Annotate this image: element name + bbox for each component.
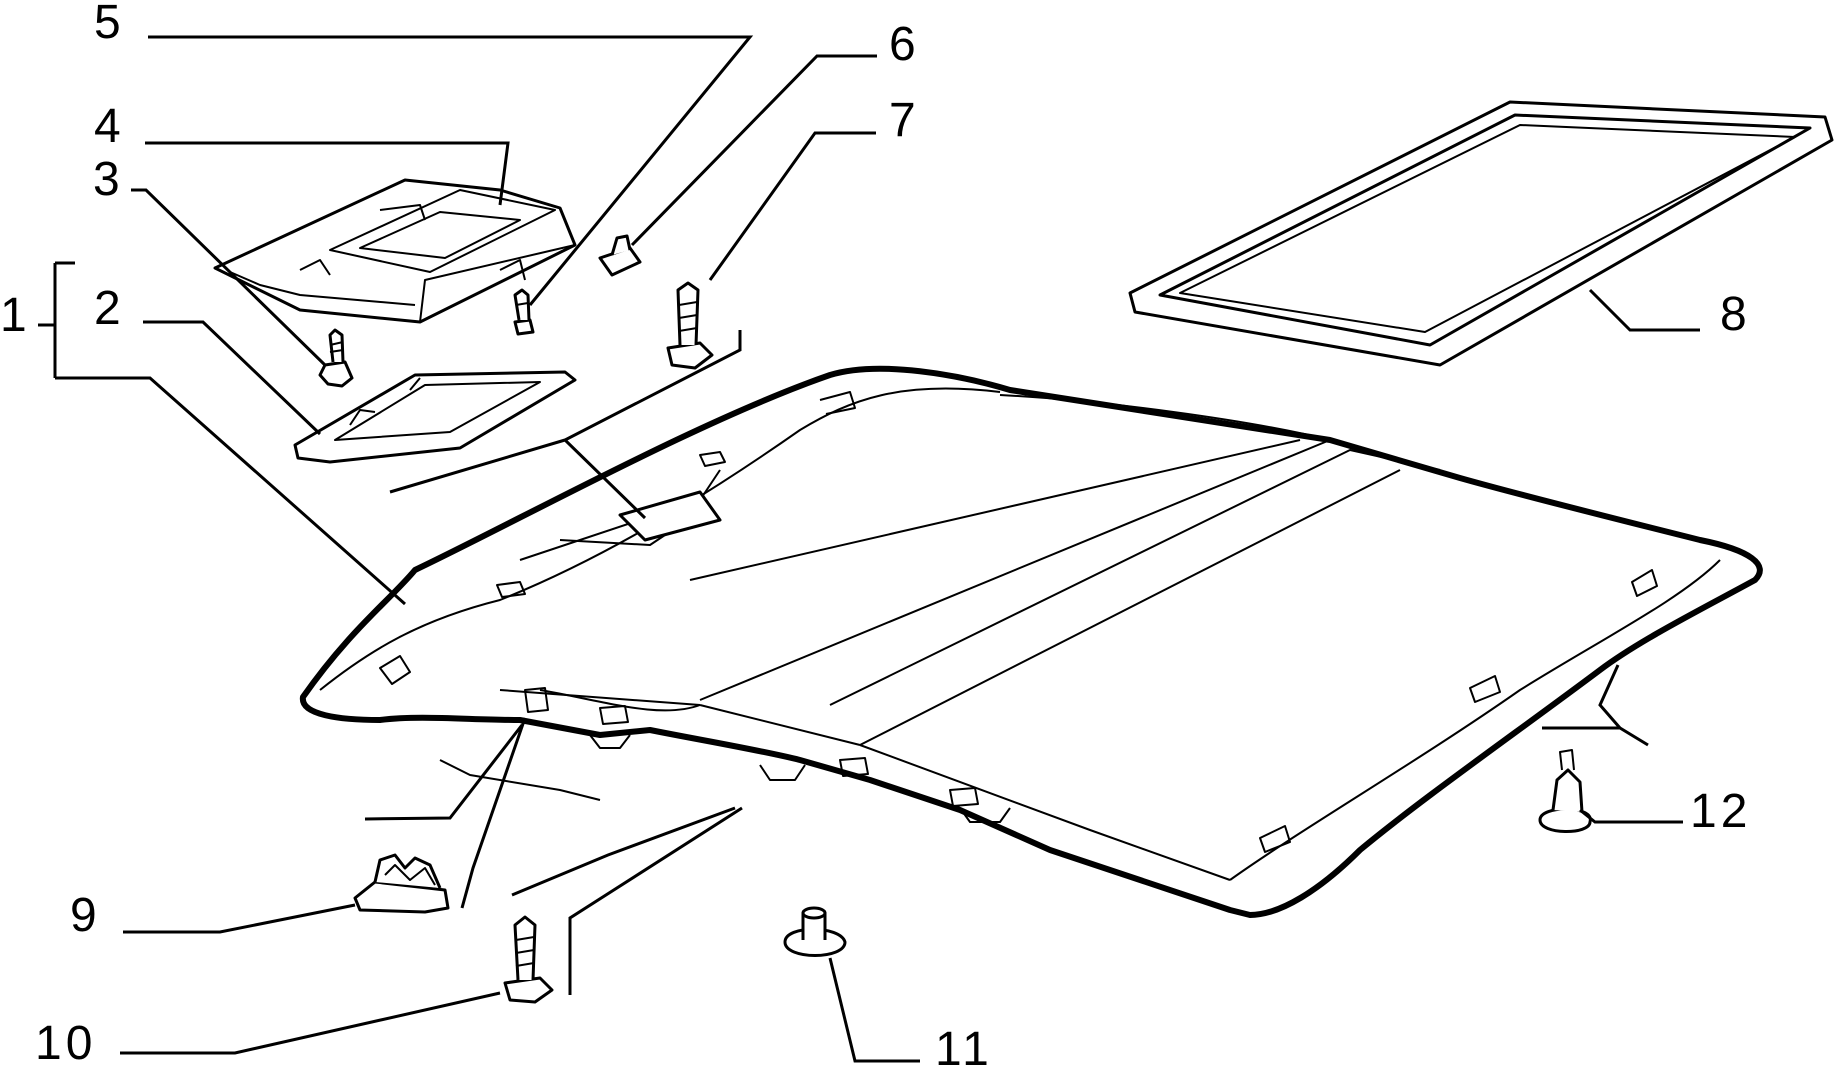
callout-7: 7: [889, 94, 920, 147]
sunroof-seal-frame: [1128, 100, 1834, 367]
callout-9: 9: [70, 889, 101, 942]
screw-part-7: [666, 281, 714, 370]
leader-lines: [38, 35, 1700, 1063]
lamp-mounting-bracket: [293, 370, 577, 464]
overhead-console-housing: [213, 178, 577, 324]
callout-5: 5: [94, 0, 125, 49]
screw-part-5: [513, 288, 535, 336]
callout-6: 6: [889, 18, 920, 71]
retaining-clip-part-9: [353, 853, 450, 914]
callout-2: 2: [94, 282, 125, 335]
screw-part-3: [318, 328, 354, 388]
callout-10: 10: [35, 1017, 96, 1069]
callout-labels: 1 2 3 4 5 6 7 8 9 10 11 12: [0, 0, 1751, 1069]
callout-3: 3: [93, 153, 124, 206]
roof-headliner-panel: [299, 365, 1763, 918]
callout-4: 4: [94, 100, 125, 153]
push-clip-part-12: [1538, 749, 1592, 833]
screw-part-10: [503, 915, 554, 1004]
callout-11: 11: [935, 1023, 993, 1069]
callout-1: 1: [0, 289, 31, 342]
callout-8: 8: [1720, 288, 1751, 341]
callout-12: 12: [1690, 785, 1751, 838]
plug-part-6: [598, 234, 642, 277]
bushing-part-11: [783, 906, 847, 957]
